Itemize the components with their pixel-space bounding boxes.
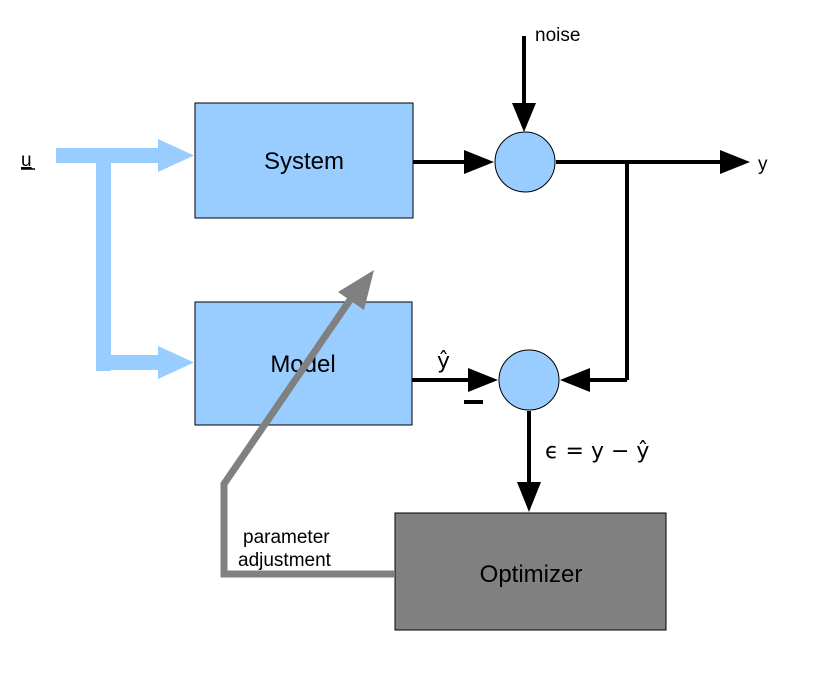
output-label: y bbox=[758, 154, 768, 175]
optimizer-block bbox=[394, 512, 667, 631]
error-arrowhead bbox=[517, 482, 541, 512]
model-output-arrowhead bbox=[468, 368, 498, 392]
noise-arrowhead bbox=[512, 103, 536, 132]
adjustment-label-line2: adjustment bbox=[238, 550, 332, 571]
error-summing-junction bbox=[498, 349, 560, 411]
model-output-label: ŷ bbox=[437, 349, 450, 374]
input-arrow-group bbox=[56, 139, 194, 379]
input-arrowhead-model bbox=[158, 346, 194, 379]
input-branch-vertical bbox=[96, 148, 111, 371]
model-block bbox=[194, 301, 413, 426]
output-summing-junction bbox=[494, 131, 556, 193]
output-arrowhead bbox=[720, 150, 750, 174]
optimizer-label: Optimizer bbox=[480, 561, 583, 588]
input-arrowhead-system bbox=[158, 139, 194, 172]
signal-arrowheads bbox=[464, 103, 750, 512]
signal-lines bbox=[412, 36, 724, 486]
adjustment-arrowhead bbox=[338, 270, 374, 310]
error-label: ϵ = y − ŷ bbox=[545, 439, 649, 464]
system-label: System bbox=[264, 148, 344, 175]
input-label: u bbox=[21, 150, 32, 171]
noise-label: noise bbox=[535, 25, 580, 46]
parameter-adjustment-arrow bbox=[220, 270, 395, 578]
adjustment-label-line1: parameter bbox=[243, 527, 330, 548]
input-line-to-model bbox=[96, 355, 162, 370]
system-output-arrowhead bbox=[464, 150, 494, 174]
adjustment-path bbox=[220, 298, 395, 578]
minus-sign bbox=[464, 400, 483, 404]
feedback-arrowhead bbox=[560, 368, 590, 392]
